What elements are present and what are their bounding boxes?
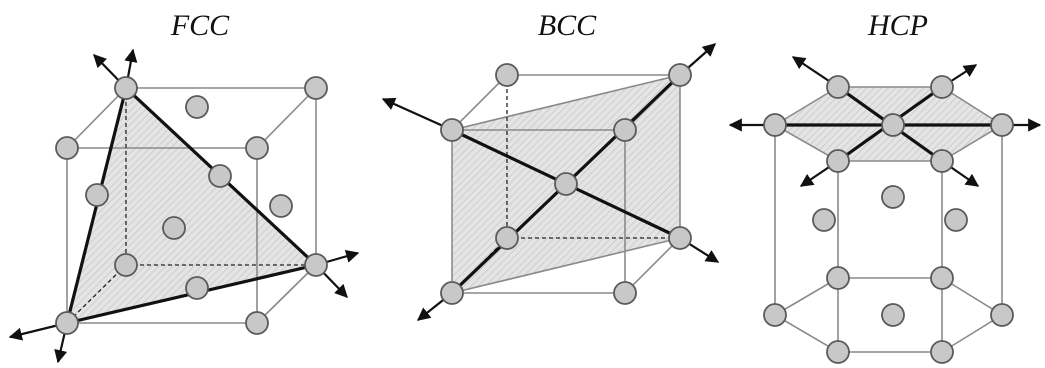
hcp-atom xyxy=(990,113,1014,137)
fcc-unit-cell xyxy=(8,48,360,364)
hcp-atom xyxy=(881,113,905,137)
fcc-atom xyxy=(55,136,79,160)
fcc-atom xyxy=(304,76,328,100)
hcp-atom xyxy=(944,208,968,232)
bcc-atom xyxy=(668,226,692,250)
fcc-atom xyxy=(245,136,269,160)
fcc-atom xyxy=(269,194,293,218)
bcc-atom xyxy=(554,172,578,196)
hcp-atom xyxy=(826,266,850,290)
hcp-atom xyxy=(826,149,850,173)
hcp-atom xyxy=(763,303,787,327)
hcp-atom xyxy=(930,75,954,99)
fcc-atom xyxy=(185,276,209,300)
fcc-atom xyxy=(185,95,209,119)
bcc-atom xyxy=(440,118,464,142)
hcp-atom xyxy=(826,75,850,99)
fcc-atom xyxy=(114,76,138,100)
fcc-atom xyxy=(114,253,138,277)
hcp-atom xyxy=(930,340,954,364)
fcc-atom xyxy=(208,164,232,188)
bcc-atom xyxy=(495,226,519,250)
fcc-atom xyxy=(162,216,186,240)
hcp-atom xyxy=(812,208,836,232)
bcc-arrow xyxy=(381,97,453,132)
hcp-atom xyxy=(881,185,905,209)
bcc-title: BCC xyxy=(537,9,597,42)
bcc-unit-cell xyxy=(381,43,720,321)
fcc-atom xyxy=(85,183,109,207)
hcp-atom xyxy=(826,340,850,364)
hcp-unit-cell xyxy=(728,56,1042,364)
bcc-atom xyxy=(668,63,692,87)
fcc-atom xyxy=(55,311,79,335)
hcp-atom xyxy=(881,303,905,327)
fcc-atom xyxy=(304,253,328,277)
fcc-title: FCC xyxy=(170,9,230,42)
bcc-atom xyxy=(440,281,464,305)
bcc-atom xyxy=(613,281,637,305)
bcc-atom xyxy=(613,118,637,142)
fcc-atom xyxy=(245,311,269,335)
hcp-atom xyxy=(990,303,1014,327)
hcp-atom xyxy=(930,149,954,173)
hcp-title: HCP xyxy=(868,9,928,42)
hcp-atom xyxy=(763,113,787,137)
hcp-atom xyxy=(930,266,954,290)
bcc-atom xyxy=(495,63,519,87)
